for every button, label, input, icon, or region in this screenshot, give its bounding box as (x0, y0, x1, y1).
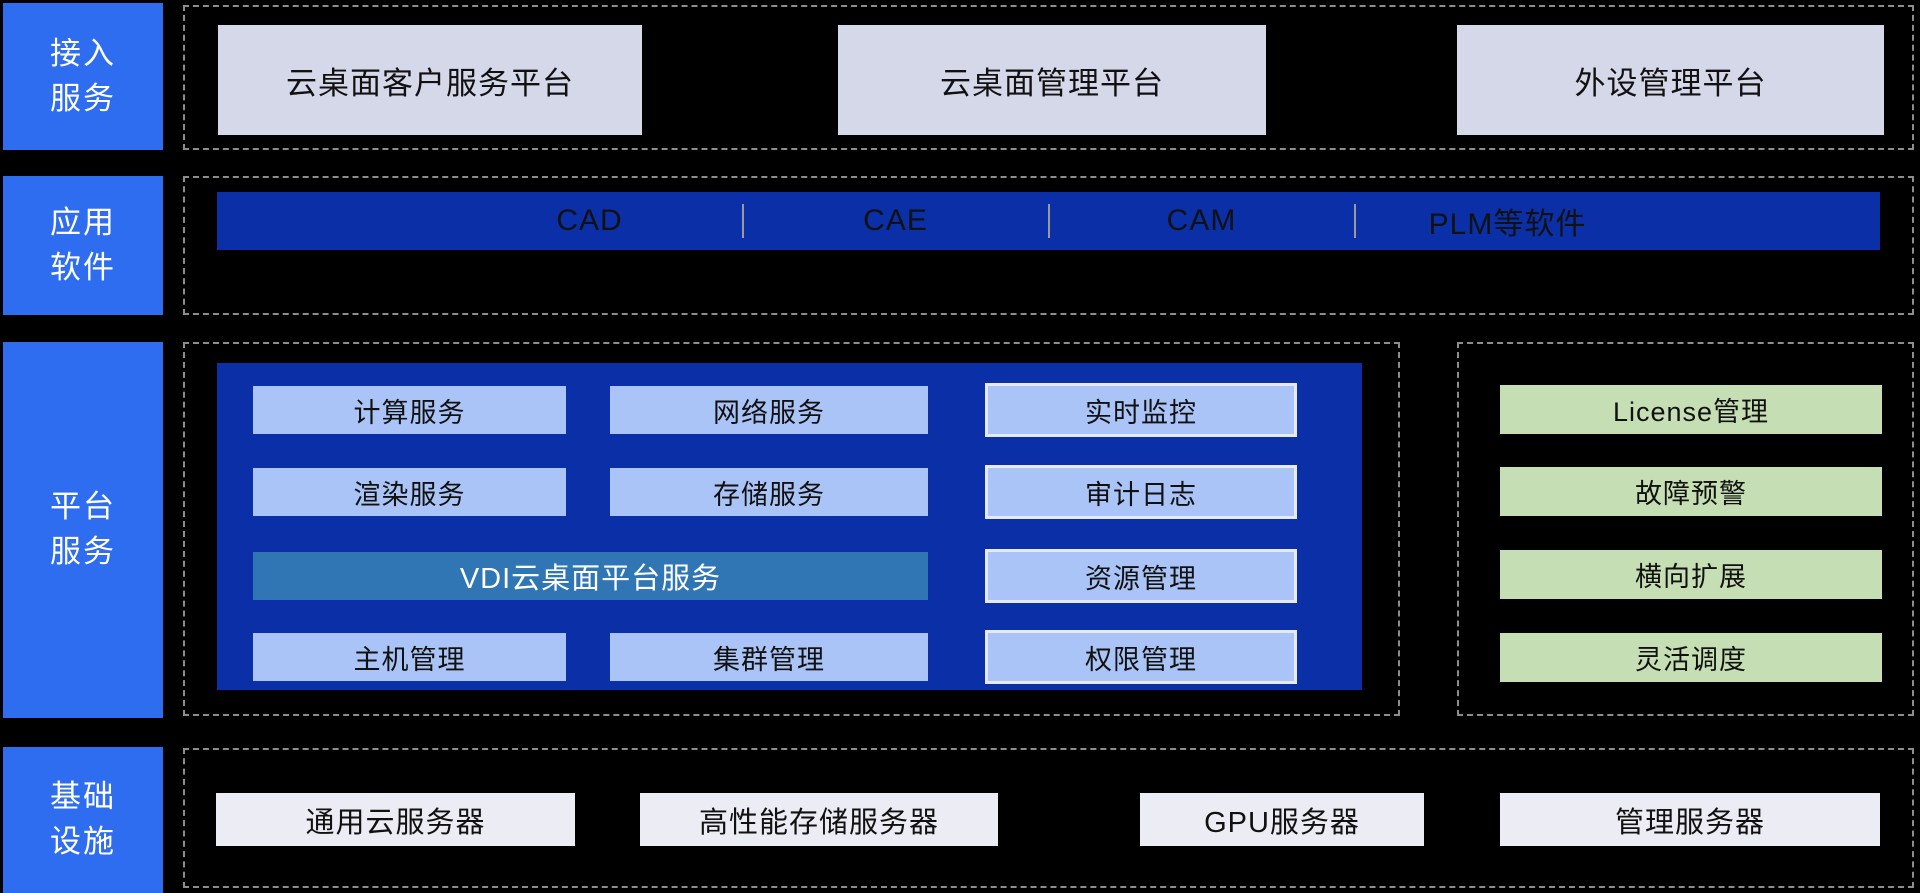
sidebar-label-access: 接入 服务 (3, 3, 163, 150)
service-box-resource-management: 资源管理 (985, 549, 1297, 603)
infra-box-gpu-server: GPU服务器 (1140, 793, 1424, 846)
service-box-network: 网络服务 (610, 386, 928, 434)
access-box-management-platform: 云桌面管理平台 (838, 25, 1266, 135)
access-section-frame: 云桌面客户服务平台 云桌面管理平台 外设管理平台 (183, 5, 1914, 150)
service-box-render: 渲染服务 (253, 468, 566, 516)
sidebar-label-infrastructure: 基础 设施 (3, 747, 163, 893)
service-box-realtime-monitor: 实时监控 (985, 383, 1297, 437)
service-box-audit-log: 审计日志 (985, 465, 1297, 519)
app-label-cam: CAM (1166, 204, 1237, 237)
service-box-compute: 计算服务 (253, 386, 566, 434)
infrastructure-section-frame (183, 748, 1914, 888)
ops-box-flexible-scheduling: 灵活调度 (1500, 633, 1882, 682)
service-box-storage: 存储服务 (610, 468, 928, 516)
app-separator (741, 204, 744, 238)
access-box-peripheral-platform: 外设管理平台 (1457, 25, 1884, 135)
app-separator (1047, 204, 1050, 238)
ops-box-fault-warning: 故障预警 (1500, 467, 1882, 516)
service-box-vdi-platform: VDI云桌面平台服务 (253, 552, 928, 600)
app-label-plm: PLM等软件 (1428, 208, 1587, 241)
apps-section-frame (183, 176, 1914, 315)
app-label-cad: CAD (556, 204, 623, 237)
infra-box-high-performance-storage-server: 高性能存储服务器 (640, 793, 998, 846)
infra-box-management-server: 管理服务器 (1500, 793, 1880, 846)
ops-section-frame: License管理 故障预警 横向扩展 灵活调度 (1457, 342, 1914, 716)
apps-bar: CAD CAE CAM PLM等软件 (217, 192, 1880, 250)
sidebar-label-platform: 平台 服务 (3, 342, 163, 718)
infra-box-general-cloud-server: 通用云服务器 (216, 793, 575, 846)
app-label-cae: CAE (863, 204, 928, 237)
platform-section-frame (183, 342, 1400, 716)
service-box-permission-management: 权限管理 (985, 630, 1297, 684)
service-box-host-management: 主机管理 (253, 633, 566, 681)
access-box-client-service-platform: 云桌面客户服务平台 (218, 25, 642, 135)
app-separator (1353, 204, 1356, 238)
service-box-cluster-management: 集群管理 (610, 633, 928, 681)
platform-services-container: 计算服务 网络服务 实时监控 渲染服务 存储服务 审计日志 VDI云桌面平台服务… (217, 363, 1362, 690)
sidebar-label-apps: 应用 软件 (3, 176, 163, 315)
ops-box-horizontal-scaling: 横向扩展 (1500, 550, 1882, 599)
ops-box-license-management: License管理 (1500, 385, 1882, 434)
